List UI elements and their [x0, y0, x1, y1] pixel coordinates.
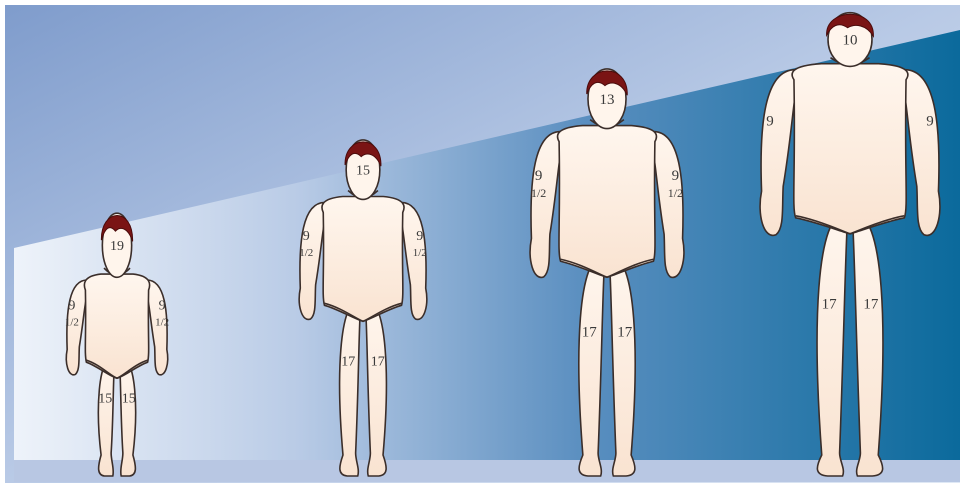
arm-left-fraction-label: 1/2: [65, 316, 79, 328]
torso: [84, 274, 149, 378]
arm-right-fraction-label: 1/2: [155, 316, 169, 328]
torso: [792, 64, 908, 234]
arm-left-percent-label: 9: [303, 229, 310, 244]
arm-left-percent-label: 9: [535, 168, 543, 184]
arm-right-fraction-label: 1/2: [413, 247, 427, 259]
arm-right-percent-label: 9: [159, 298, 166, 313]
torso: [322, 197, 404, 322]
leg-left-percent-label: 17: [822, 297, 838, 313]
arm-left-fraction-label: 1/2: [531, 186, 546, 200]
arm-left-percent-label: 9: [68, 298, 75, 313]
head-percent-label: 10: [843, 33, 858, 49]
head-percent-label: 13: [600, 92, 615, 108]
leg-right-percent-label: 17: [371, 354, 385, 369]
arm-right-percent-label: 9: [672, 168, 680, 184]
leg-right-percent-label: 17: [863, 297, 879, 313]
arm-right-fraction-label: 1/2: [668, 186, 683, 200]
arm-right-percent-label: 9: [926, 113, 934, 129]
leg-right-percent-label: 17: [617, 325, 633, 341]
leg-left-percent-label: 17: [582, 325, 598, 341]
arm-right-percent-label: 9: [416, 229, 423, 244]
arm-left-percent-label: 9: [766, 113, 774, 129]
arm-left-fraction-label: 1/2: [299, 247, 313, 259]
leg-left-percent-label: 15: [98, 391, 112, 406]
head-percent-label: 19: [110, 239, 124, 254]
leg-right-percent-label: 15: [122, 391, 136, 406]
head-percent-label: 15: [356, 164, 370, 179]
torso: [558, 126, 657, 278]
leg-left-percent-label: 17: [341, 354, 355, 369]
